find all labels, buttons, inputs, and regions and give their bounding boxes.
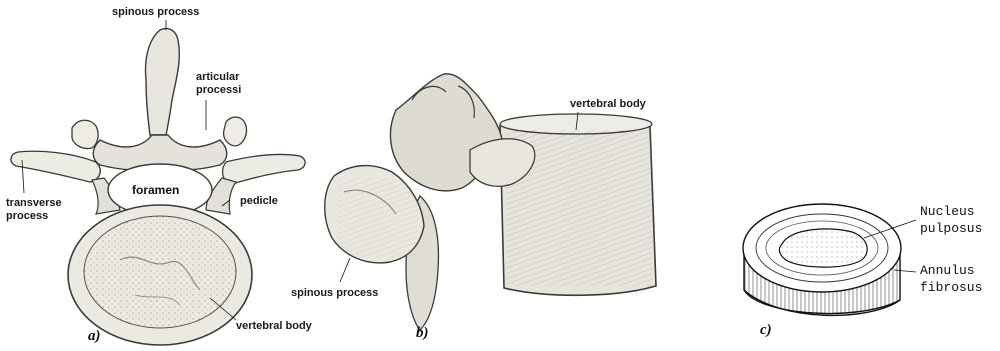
label-spinous-process-b: spinous process xyxy=(291,287,378,299)
panel-tag-a: a) xyxy=(88,328,101,345)
label-articular-processi-line1: articular xyxy=(196,71,239,83)
left-articular-process-shape xyxy=(72,120,98,148)
panel-tag-c: c) xyxy=(760,322,772,339)
label-vertebral-body-b: vertebral body xyxy=(570,98,646,110)
nucleus-pulposus-shape xyxy=(779,229,867,267)
label-transverse-process-line1: transverse xyxy=(6,197,62,209)
label-pedicle: pedicle xyxy=(240,195,278,207)
intervertebral-disc xyxy=(743,204,916,315)
label-spinous-process-a: spinous process xyxy=(112,6,199,18)
label-articular-processi-line2: processi xyxy=(196,84,241,96)
label-transverse-process-line2: process xyxy=(6,210,48,222)
label-vertebral-body-a: vertebral body xyxy=(236,320,312,332)
right-articular-process-shape xyxy=(224,117,247,146)
label-annulus-line2: fibrosus xyxy=(920,280,982,296)
left-transverse-process-shape xyxy=(11,151,100,182)
label-nucleus-line2: pulposus xyxy=(920,221,982,237)
label-nucleus-line1: Nucleus xyxy=(920,204,975,220)
vertebral-body-inner-shape xyxy=(84,216,236,328)
panel-tag-b: b) xyxy=(416,325,429,342)
label-foramen: foramen xyxy=(132,183,179,197)
spinous-process-shape xyxy=(146,28,180,135)
right-transverse-process-shape xyxy=(223,154,305,184)
label-annulus-line1: Annulus xyxy=(920,263,975,279)
